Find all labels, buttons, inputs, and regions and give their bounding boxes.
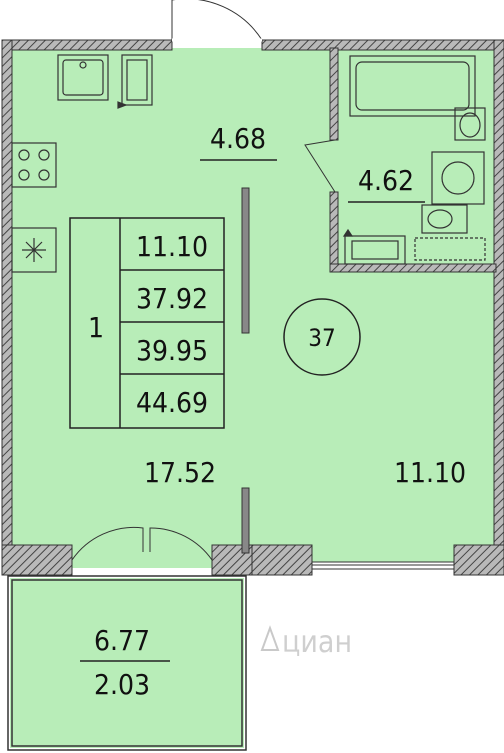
unit-number: 1 [88,311,104,344]
balcony-floor [10,578,244,748]
room-area: 11.10 [394,456,466,489]
sink-icon [57,54,109,101]
bathroom-equipment [342,55,486,265]
entrance-door [171,0,263,42]
bathtub-icon [349,55,476,117]
balcony-reduced-area: 2.03 [94,668,150,701]
kitchen-area: 17.52 [144,456,216,489]
toilet-icon [421,204,468,234]
fridge-icon [11,227,57,273]
partitions [241,187,250,554]
balcony-area: 6.77 [94,624,150,657]
water-heater-icon [344,235,406,265]
shower-icon [431,151,485,205]
washing-machine-icon [121,54,153,106]
apartment-floor [10,48,496,568]
bathroom-door [304,139,336,193]
stove-icon [11,142,57,188]
kitchen-equipment [11,54,153,273]
total-with-balcony-value: 39.95 [136,334,208,367]
balcony-door [71,526,213,561]
washbasin-icon [454,107,486,141]
watermark-logo: циан [260,625,352,660]
apartment-number-circle [283,298,361,376]
towel-rail-icon [414,237,486,261]
total-area-value: 37.92 [136,282,208,315]
balcony-walls [7,575,247,751]
bathroom-area: 4.62 [358,164,414,197]
unit-info-table [69,217,225,429]
window [311,561,455,570]
apartment-number: 37 [308,324,335,352]
hallway-area: 4.68 [210,122,266,155]
living-area-value: 11.10 [136,230,208,263]
watermark-text: циан [282,625,352,660]
gross-area-value: 44.69 [136,386,208,419]
bathroom-walls [329,47,497,273]
